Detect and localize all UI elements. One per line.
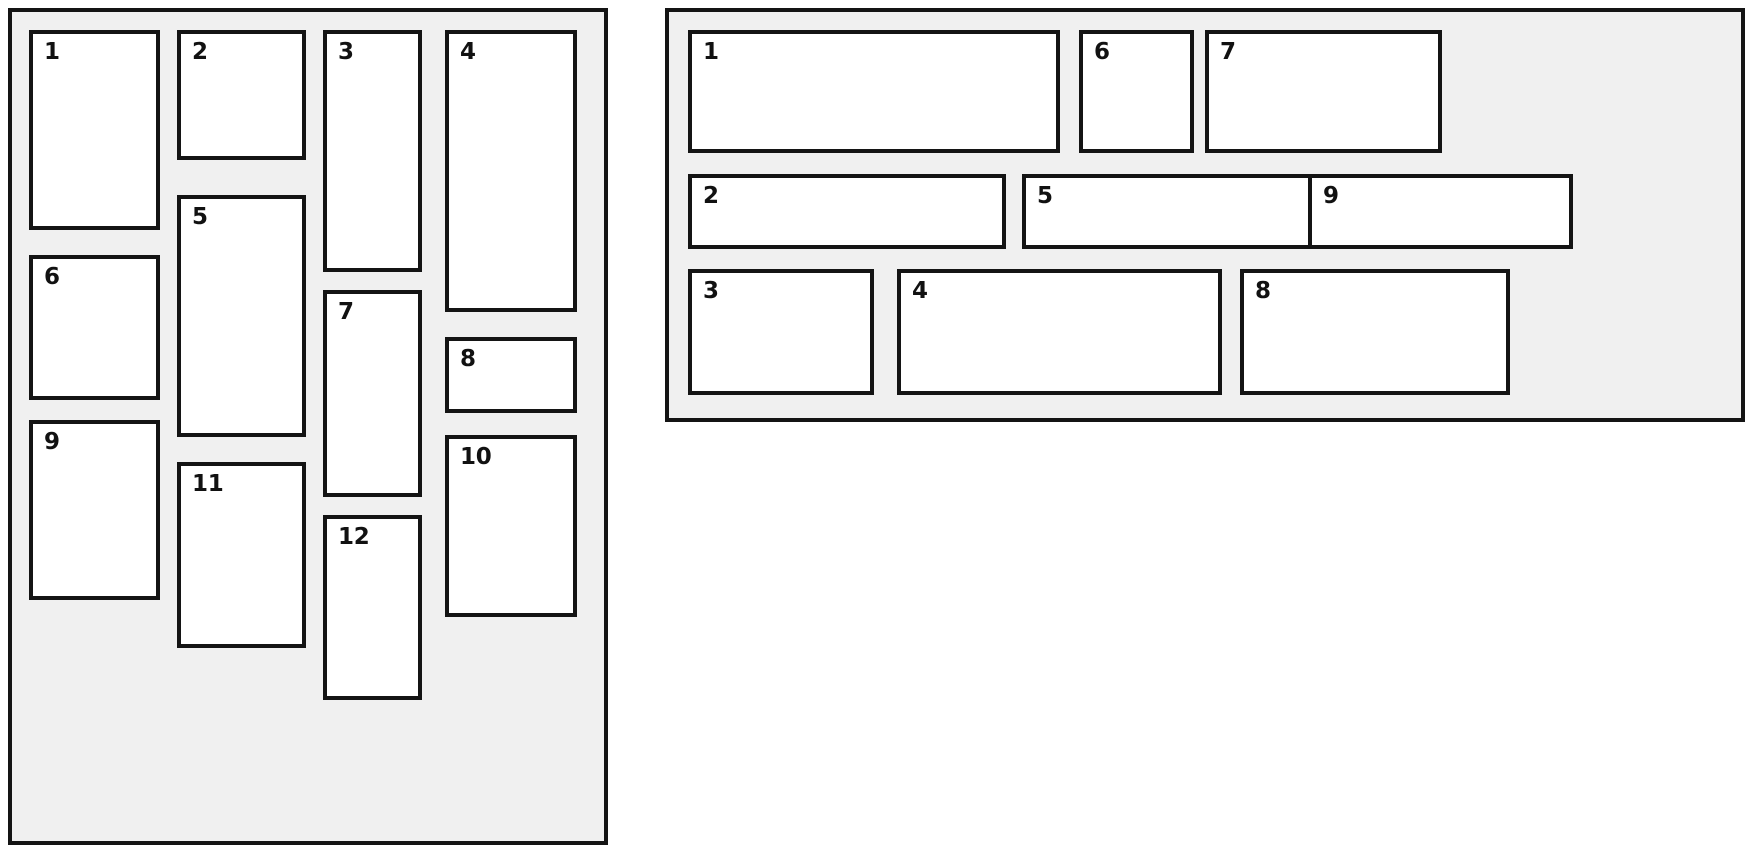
- box-8[interactable]: 8: [1240, 269, 1510, 395]
- box-9[interactable]: 9: [1308, 174, 1573, 249]
- box-label: 7: [338, 299, 354, 325]
- box-3[interactable]: 3: [688, 269, 874, 395]
- box-label: 10: [460, 444, 492, 470]
- box-label: 5: [192, 204, 208, 230]
- box-3[interactable]: 3: [323, 30, 422, 272]
- box-10[interactable]: 10: [445, 435, 577, 617]
- box-4[interactable]: 4: [445, 30, 577, 312]
- box-label: 6: [1094, 39, 1110, 65]
- box-label: 6: [44, 264, 60, 290]
- box-label: 4: [460, 39, 476, 65]
- box-label: 8: [1255, 278, 1271, 304]
- box-label: 3: [338, 39, 354, 65]
- box-8[interactable]: 8: [445, 337, 577, 413]
- box-1[interactable]: 1: [29, 30, 160, 230]
- box-5[interactable]: 5: [177, 195, 306, 437]
- box-label: 5: [1037, 183, 1053, 209]
- box-5[interactable]: 5: [1022, 174, 1317, 249]
- box-label: 11: [192, 471, 224, 497]
- box-7[interactable]: 7: [1205, 30, 1442, 153]
- box-label: 3: [703, 278, 719, 304]
- right-panel: 1 2 3 4 5 6 7 8 9: [665, 8, 1745, 422]
- box-11[interactable]: 11: [177, 462, 306, 648]
- box-label: 12: [338, 524, 370, 550]
- box-label: 2: [703, 183, 719, 209]
- box-2[interactable]: 2: [688, 174, 1006, 249]
- box-9[interactable]: 9: [29, 420, 160, 600]
- box-1[interactable]: 1: [688, 30, 1060, 153]
- box-2[interactable]: 2: [177, 30, 306, 160]
- box-6[interactable]: 6: [1079, 30, 1194, 153]
- box-label: 8: [460, 346, 476, 372]
- box-label: 1: [703, 39, 719, 65]
- box-label: 1: [44, 39, 60, 65]
- box-6[interactable]: 6: [29, 255, 160, 400]
- box-label: 7: [1220, 39, 1236, 65]
- box-label: 4: [912, 278, 928, 304]
- box-label: 9: [1323, 183, 1339, 209]
- box-label: 2: [192, 39, 208, 65]
- box-label: 9: [44, 429, 60, 455]
- box-12[interactable]: 12: [323, 515, 422, 700]
- box-7[interactable]: 7: [323, 290, 422, 497]
- box-4[interactable]: 4: [897, 269, 1222, 395]
